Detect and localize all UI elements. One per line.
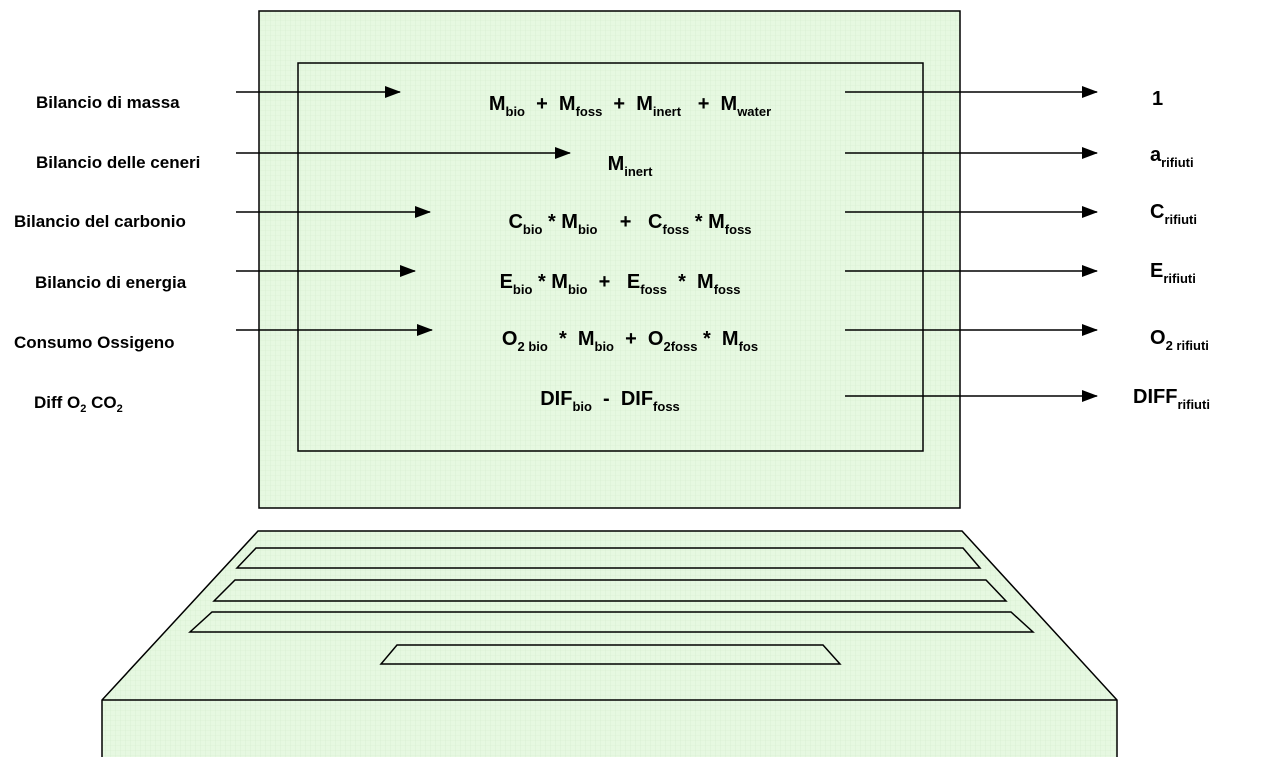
monitor-screen [297,62,924,452]
equation-energy: Ebio * Mbio + Efoss * Mfoss [420,270,820,297]
subscript: bio [522,222,543,237]
text-segment: + M [525,93,576,115]
text-segment: * M [532,271,568,293]
equation-diff: DIFbio - DIFfoss [410,387,810,414]
result-mass: 1 [1152,87,1163,111]
text-segment: Consumo Ossigeno [14,333,175,352]
text-segment: + E [587,271,641,293]
subscript: 2 [80,403,87,415]
text-segment: CO [86,393,117,412]
subscript: bio [594,339,615,354]
result-diff: DIFFrifiuti [1133,385,1210,412]
text-segment: * M [689,211,725,233]
subscript: bio [577,222,598,237]
subscript: foss [662,222,690,237]
text-segment: O [501,328,518,350]
subscript: rifiuti [1163,271,1196,286]
subscript: bio [572,399,592,414]
text-segment: + M [681,93,738,115]
equation-oxygen: O2 bio * Mbio + O2foss * Mfos [430,327,830,354]
subscript: inert [624,164,653,179]
equation-mass: Mbio + Mfoss + Minert + Mwater [420,92,840,119]
text-segment: E [1150,260,1164,282]
text-segment: E [499,271,513,293]
keyboard-touchpad [379,644,842,665]
text-segment: M [488,93,506,115]
text-segment: + M [602,93,653,115]
text-segment: 1 [1152,88,1164,110]
subscript: foss [713,282,741,297]
text-segment: C [508,211,523,233]
label-mass-balance: Bilancio di massa [36,93,180,113]
text-segment: * M [542,211,578,233]
text-segment: * M [667,271,714,293]
text-segment: DIF [540,388,573,410]
text-segment: * M [697,328,739,350]
text-segment: M [607,153,625,175]
subscript: fos [738,339,759,354]
text-segment: + O [614,328,664,350]
subscript: inert [652,104,682,119]
text-segment: + C [597,211,663,233]
text-segment: Bilancio di massa [36,93,180,112]
result-oxygen: O2 rifiuti [1150,326,1209,353]
text-segment: Bilancio del carbonio [14,212,186,231]
subscript: 2 bio [517,339,548,354]
text-segment: Bilancio delle ceneri [36,153,201,172]
label-carbon-balance: Bilancio del carbonio [14,212,186,232]
keyboard-key-row-2 [212,579,1008,602]
subscript: bio [512,282,533,297]
keyboard-key-row-3 [188,611,1035,633]
subscript: bio [567,282,588,297]
subscript: foss [653,399,680,414]
equation-ash: Minert [420,152,840,179]
subscript: 2foss [663,339,698,354]
subscript: 2 rifiuti [1165,338,1209,353]
subscript: foss [724,222,752,237]
keyboard-key-row-1 [235,547,982,569]
text-segment: Bilancio di energia [35,273,187,292]
text-segment: - DIF [591,388,654,410]
subscript: rifiuti [1164,212,1197,227]
subscript: foss [575,104,603,119]
text-segment: a [1150,144,1162,166]
equation-carbon: Cbio * Mbio + Cfoss * Mfoss [430,210,830,237]
subscript: bio [505,104,526,119]
result-energy: Erifiuti [1150,259,1196,286]
subscript: foss [640,282,668,297]
text-segment: DIFF [1133,386,1178,408]
subscript: 2 [116,403,123,415]
text-segment: * M [547,328,595,350]
label-diff-o2-co2: Diff O2 CO2 [34,393,123,415]
subscript: rifiuti [1161,155,1194,170]
label-oxygen-consumption: Consumo Ossigeno [14,333,175,353]
label-energy-balance: Bilancio di energia [35,273,186,293]
label-ash-balance: Bilancio delle ceneri [36,153,200,173]
result-carbon: Crifiuti [1150,200,1197,227]
text-segment: O [1150,327,1166,349]
text-segment: C [1150,201,1165,223]
text-segment: Diff O [34,393,81,412]
subscript: water [737,104,772,119]
subscript: rifiuti [1177,397,1210,412]
result-ash: arifiuti [1150,143,1194,170]
